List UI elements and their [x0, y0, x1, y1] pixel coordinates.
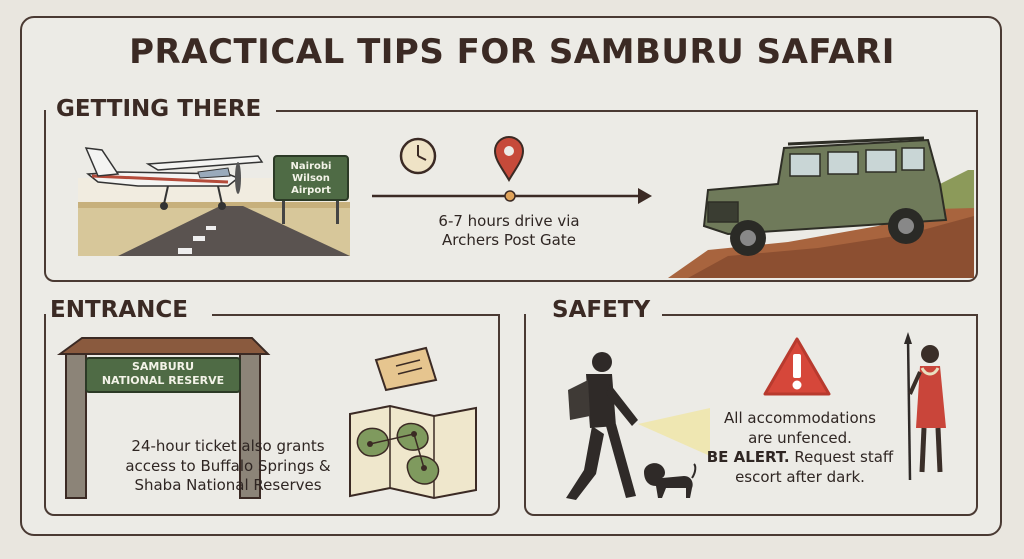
safety-line-3-rest: Request staff — [789, 448, 894, 466]
drive-info-text: 6-7 hours drive via Archers Post Gate — [404, 212, 614, 250]
location-pin-icon — [493, 136, 525, 182]
entrance-line-1: 24-hour ticket also grants — [131, 437, 325, 455]
reserve-gate-icon — [56, 337, 271, 499]
route-arrow — [372, 188, 652, 204]
lion-icon — [644, 463, 697, 498]
clock-icon — [399, 137, 437, 175]
airport-sign-line-1: Nairobi — [290, 161, 332, 172]
drive-info-line-1: 6-7 hours drive via — [438, 212, 580, 230]
entrance-rule — [212, 314, 498, 316]
gate-line-2: NATIONAL RESERVE — [101, 374, 225, 388]
hiker-flashlight-icon — [566, 352, 710, 500]
entrance-line-3: Shaba National Reserves — [134, 476, 322, 494]
safety-heading: SAFETY — [552, 297, 651, 323]
getting-there-heading: GETTING THERE — [56, 96, 262, 122]
getting-there-panel — [44, 110, 978, 282]
safety-line-3: BE ALERT. Request staff — [700, 448, 900, 468]
entrance-heading: ENTRANCE — [50, 297, 188, 323]
getting-there-rule — [276, 110, 976, 112]
safety-line-1: All accommodations — [724, 409, 876, 427]
map-icon — [349, 404, 477, 500]
warning-icon — [763, 337, 831, 396]
gate-line-1: SAMBURU — [131, 360, 195, 373]
safety-info-text: All accommodations are unfenced. BE ALER… — [700, 409, 900, 487]
airport-sign-text: Nairobi Wilson Airport — [276, 161, 346, 197]
safety-rule — [662, 314, 976, 316]
safety-panel — [524, 314, 978, 516]
ticket-icon — [374, 346, 438, 392]
safety-alert: BE ALERT. — [706, 448, 790, 466]
drive-info-line-2: Archers Post Gate — [442, 230, 576, 249]
reserve-gate-text: SAMBURU NATIONAL RESERVE — [86, 360, 240, 389]
maasai-guard-icon — [904, 332, 946, 481]
entrance-line-2: access to Buffalo Springs & — [125, 456, 331, 475]
safari-vehicle-icon — [668, 136, 974, 278]
page-title: PRACTICAL TIPS FOR SAMBURU SAFARI — [129, 32, 895, 72]
airport-sign-line-2: Wilson — [292, 173, 330, 184]
airport-sign-line-3: Airport — [291, 185, 331, 196]
airport-sign — [273, 155, 349, 224]
entrance-panel — [44, 314, 500, 516]
entrance-info-text: 24-hour ticket also grants access to Buf… — [98, 437, 358, 496]
safety-line-4: escort after dark. — [735, 467, 865, 486]
safety-line-2: are unfenced. — [748, 428, 852, 447]
